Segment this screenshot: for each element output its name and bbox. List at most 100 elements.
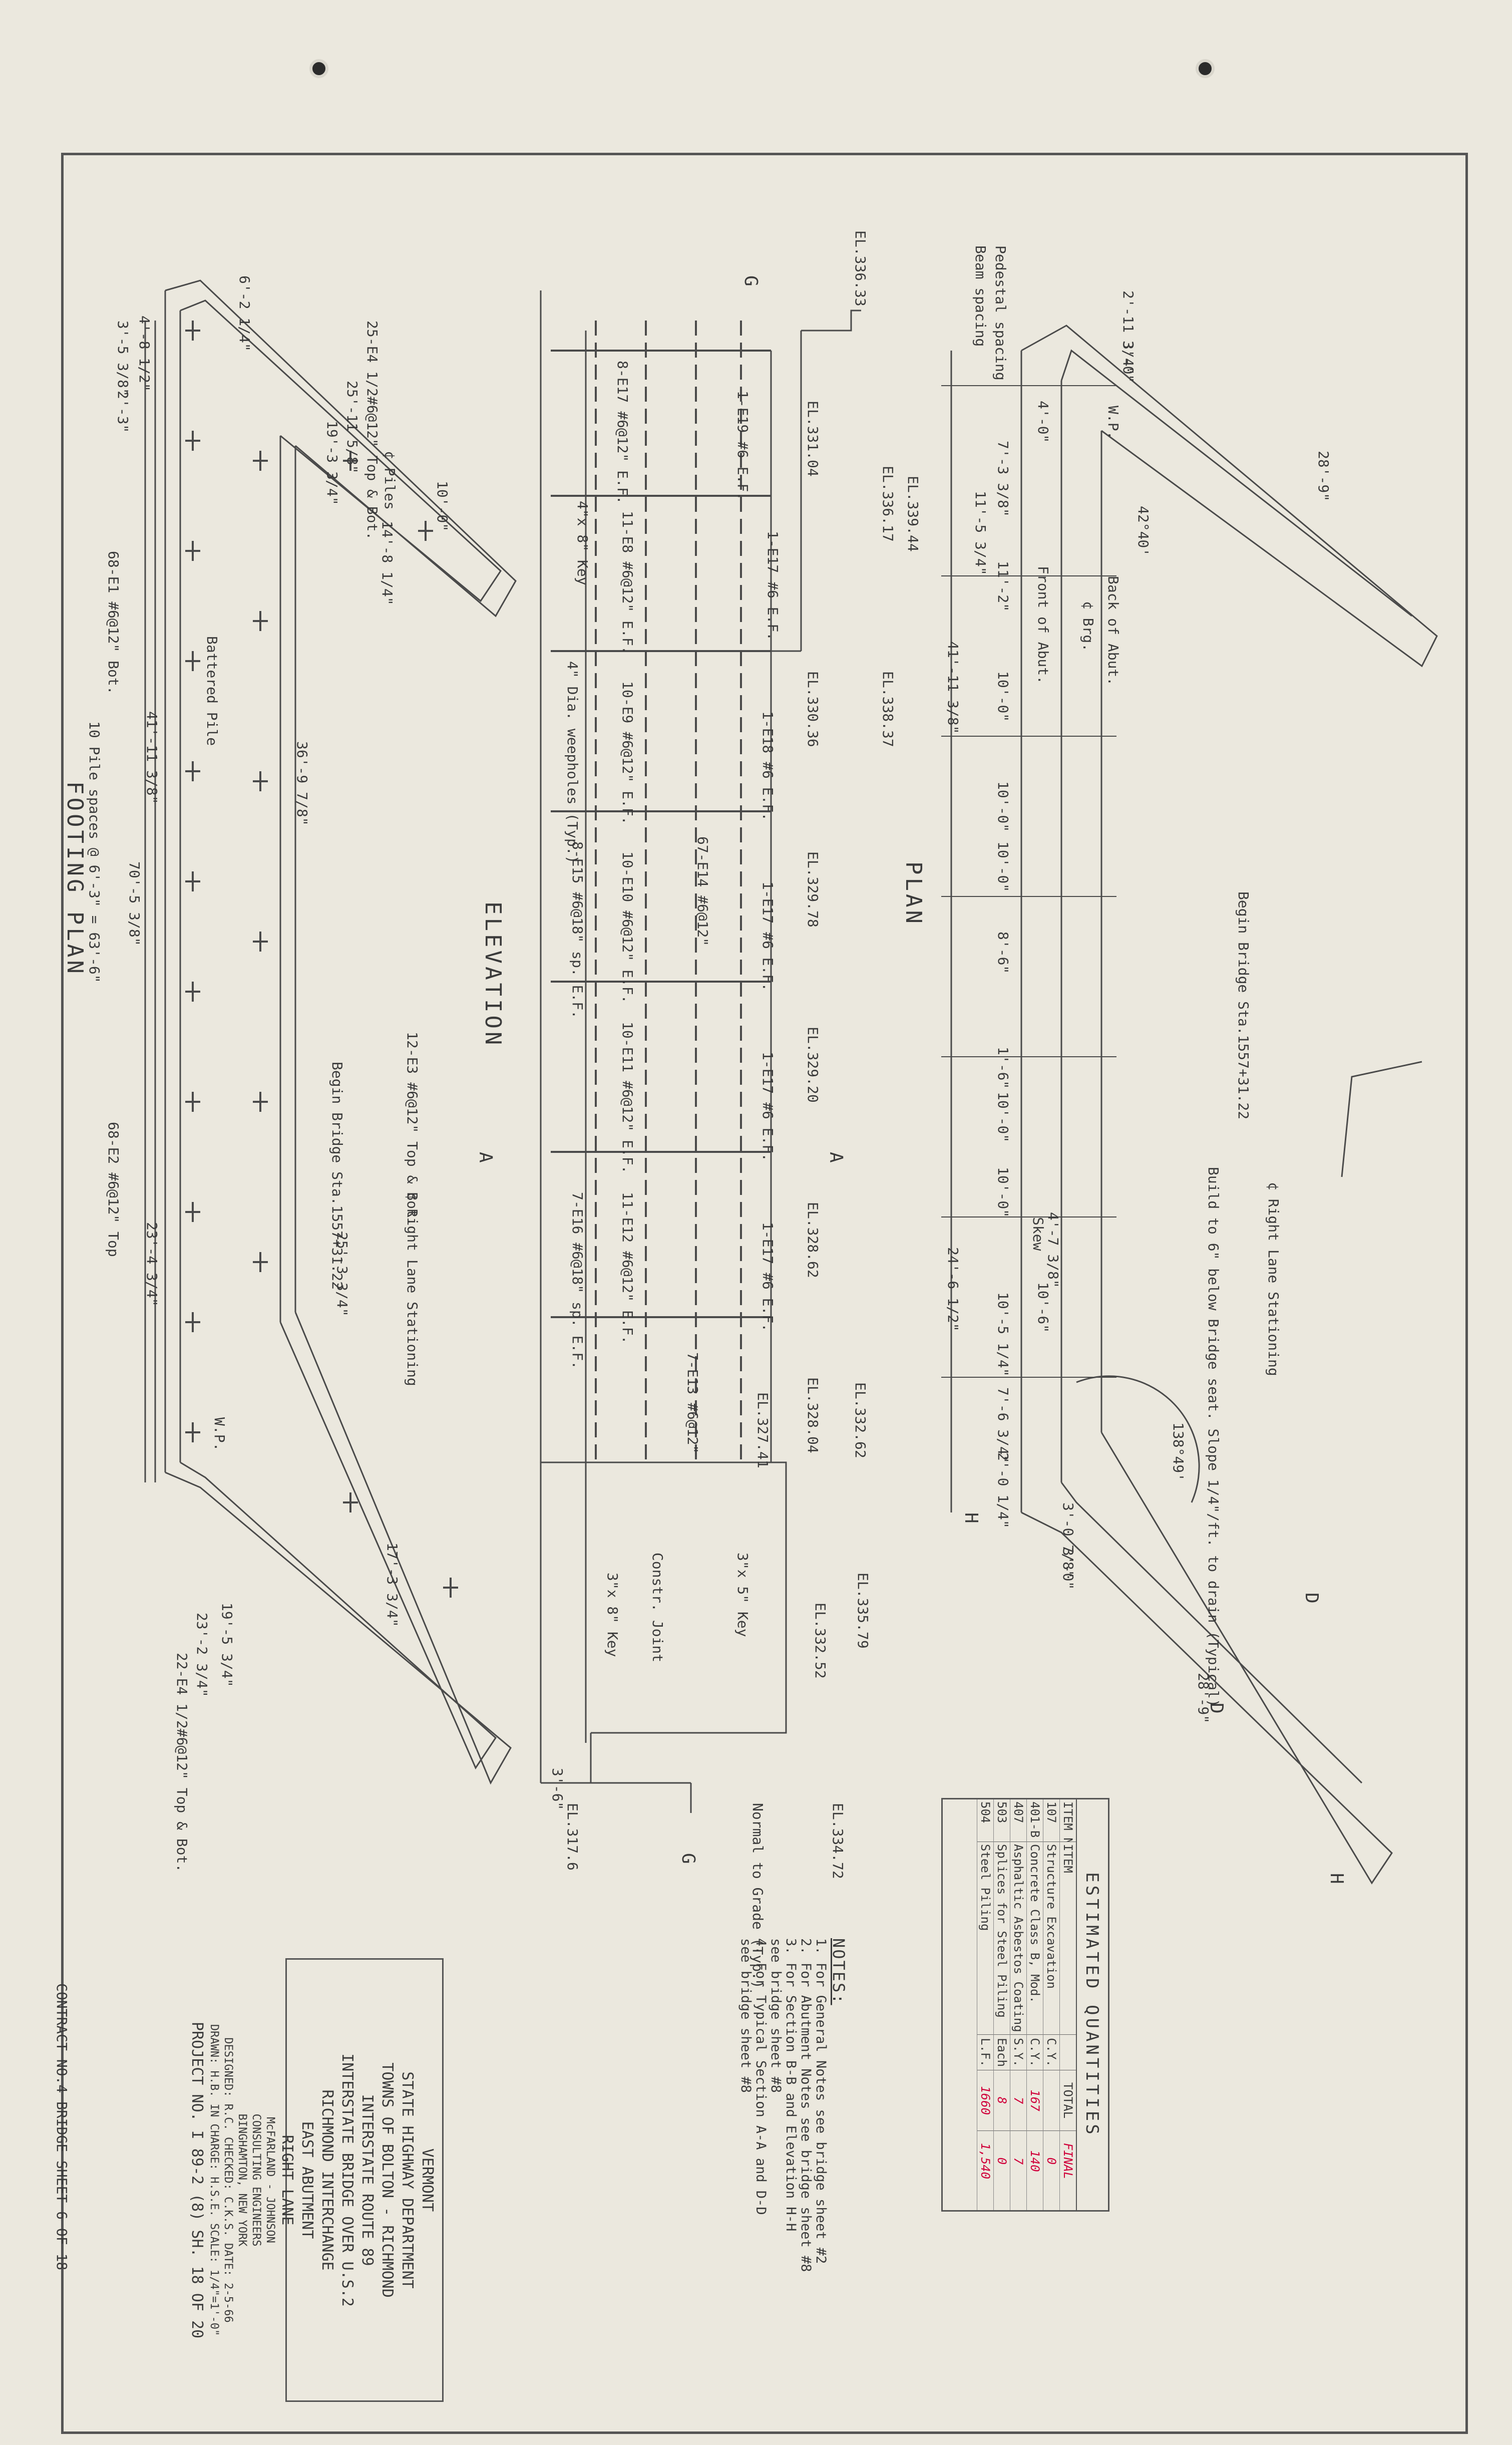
angle-label: 138°49' [1170, 1422, 1187, 1482]
elevation-outline [540, 290, 861, 1813]
rebar-label: 1-E17 #6 E.F. [760, 1052, 776, 1162]
dim-label: 3'-5 3/8" [115, 321, 131, 397]
elevation-mark: EL.332.62 [852, 1382, 869, 1458]
begin-bridge-label: Begin Bridge Sta.1557+31.22 [1235, 891, 1252, 1120]
item-name: Steel Piling [977, 1842, 993, 2035]
dim-label: 10'-0" [995, 1167, 1011, 1218]
dim-label: 28'-9" [1315, 451, 1332, 502]
dim-label: 7'-3 3/8" [995, 441, 1011, 517]
rebar-label: 68-E1 #6@12" Bot. [105, 551, 122, 695]
dim-label: 25'-3 3/4" [334, 1232, 350, 1317]
tb-firm-city: BINGHAMTON, NEW YORK [236, 2113, 248, 2247]
plan-grid [941, 385, 1116, 1378]
tb-drawn: DRAWN: H.B. IN CHARGE: H.S.E. SCALE: 1/4… [208, 2024, 220, 2336]
dim-label: 10'-0" [995, 671, 1011, 722]
rebar-label: 8-E15 #6@18" sp. E.F. [569, 841, 586, 1019]
item-no: 503 [994, 1799, 1010, 1842]
elevation-mark: EL.328.62 [805, 1202, 821, 1278]
tb-firm: McFARLAND - JOHNSON [264, 2117, 276, 2243]
notes-title: NOTES: [829, 1938, 848, 2005]
estimated-quantities-table: ESTIMATED QUANTITIES ITEM NO. ITEM TOTAL… [941, 1798, 1109, 2212]
dim-label: 10'-0" [995, 841, 1011, 892]
dim-label: 11'-5 3/4" [972, 491, 989, 575]
rebar-label: 67-E14 #6@12" [694, 836, 711, 947]
tb-route: INTERSTATE ROUTE 89 [358, 2094, 376, 2266]
dim-label: 11'-2" [995, 561, 1011, 612]
dim-label: 28'-9" [1195, 1673, 1212, 1724]
item-name: Structure Excavation [1043, 1842, 1059, 2035]
table-row: 503 Splices for Steel Piling Each 8 0 [993, 1799, 1010, 2210]
elevation-mark: EL.327.41 [754, 1392, 771, 1468]
dim-label: 10'-0" [995, 1092, 1011, 1143]
elevation-mark: EL.335.79 [855, 1573, 871, 1649]
note-item: see bridge sheet #8 [768, 1938, 784, 2093]
dim-label: 10'-6" [1035, 1282, 1051, 1333]
title-block: VERMONT STATE HIGHWAY DEPARTMENT TOWNS O… [188, 1958, 444, 2402]
section-mark-a: A [826, 1152, 846, 1163]
dim-label: 4'-7 3/8" [1045, 1212, 1061, 1288]
rebar-label: 1-E17 #6 E.F. [760, 881, 776, 992]
stationing-label: ¢ Right Lane Stationing [404, 1192, 421, 1386]
tb-firm-type: CONSULTING ENGINEERS [250, 2113, 262, 2247]
pedestal-spacing-label: Pedestal spacing [992, 245, 1009, 381]
wp-label: W.P. [1105, 406, 1121, 440]
rebar-label: 10-E10 #6@12" E.F. [619, 851, 636, 1004]
angle-label: 42°40' [1135, 506, 1152, 557]
item-final: 0 [995, 2157, 1009, 2165]
punch-hole [309, 59, 328, 78]
section-mark-g: G [740, 275, 761, 286]
piles-label: ¢ Piles [382, 451, 398, 510]
elevation-mark: EL.331.04 [805, 401, 821, 477]
rebar-label: 68-E2 #6@12" Top [105, 1122, 122, 1257]
item-final: 140 [1028, 2150, 1042, 2172]
dim-label: 25'-11 5/8" [344, 381, 360, 474]
item-total: 7 [1010, 2070, 1026, 2131]
rebar-label: 11-E8 #6@12" E.F. [619, 511, 636, 655]
dim-label: 19'-5 3/4" [219, 1603, 235, 1687]
stationing-label: ¢ Right Lane Stationing [1265, 1182, 1282, 1376]
table-row: 401-B Concrete Class B, Mod. C.Y. 167 14… [1026, 1799, 1043, 2210]
item-unit: C.Y. [1027, 2035, 1043, 2070]
item-final: 1,540 [978, 2143, 992, 2180]
section-mark-d: D [1301, 1593, 1322, 1604]
tb-bridge: INTERSTATE BRIDGE OVER U.S.2 [338, 2053, 356, 2307]
front-of-abut-label: Front of Abut. [1035, 566, 1051, 685]
dim-label: 23'-4 3/4" [144, 1222, 160, 1307]
back-of-abut-label: Back of Abut. [1105, 576, 1121, 686]
weephole-label: 4" Dia. weepholes (Typ.) [564, 661, 581, 864]
section-mark-d: D [1206, 1703, 1227, 1714]
rebar-label: 10-E11 #6@12" E.F. [619, 1022, 636, 1174]
key-label: 4"x 8" Key [574, 501, 591, 585]
item-unit: C.Y. [1043, 2035, 1059, 2070]
dim-label: 24'-6 1/2" [945, 1247, 961, 1332]
column-header: ITEM NO. [1060, 1799, 1076, 1842]
note-item: 2. For Abutment Notes see bridge sheet #… [798, 1938, 814, 2272]
constr-joint-label: Constr. Joint [649, 1553, 666, 1663]
note-item: 3. For Section B-B and Elevation H-H [783, 1938, 799, 2232]
punch-hole [1196, 59, 1215, 78]
dim-label: 14'-8 1/4" [379, 521, 396, 605]
key-label: 3"x 8" Key [604, 1573, 621, 1657]
item-unit: L.F. [977, 2035, 993, 2070]
elevation-mark: EL.339.44 [905, 476, 921, 552]
plan-title: PLAN [901, 861, 926, 927]
elevation-mark: EL.329.20 [805, 1027, 821, 1103]
table-row: 407 Asphaltic Asbestos Coating S.Y. 7 7 [1010, 1799, 1026, 2210]
battered-pile-label: Battered Pile [204, 636, 220, 746]
elevation-title: ELEVATION [480, 901, 506, 1048]
dim-label: 4'-0" [1035, 401, 1051, 443]
dim-label: 41'-11 3/8" [144, 711, 160, 804]
rebar-label: 7-E16 #6@18" sp. E.F. [569, 1192, 586, 1370]
table-row: 504 Steel Piling L.F. 1660 1,540 [977, 1799, 993, 2210]
dim-label: 10'-5 1/4" [995, 1292, 1011, 1377]
dim-label: 23'-2 3/4" [194, 1613, 210, 1697]
item-final: 0 [1044, 2157, 1058, 2165]
dim-label: 41'-11 3/8" [945, 641, 961, 734]
elevation-rebars [551, 321, 771, 1462]
dim-label: 3'-0" [1060, 1548, 1076, 1590]
item-no: 401-B [1027, 1799, 1043, 1842]
column-header [1060, 2035, 1076, 2070]
item-total [1043, 2070, 1059, 2131]
tb-lane: RIGHT LANE [278, 2134, 296, 2226]
